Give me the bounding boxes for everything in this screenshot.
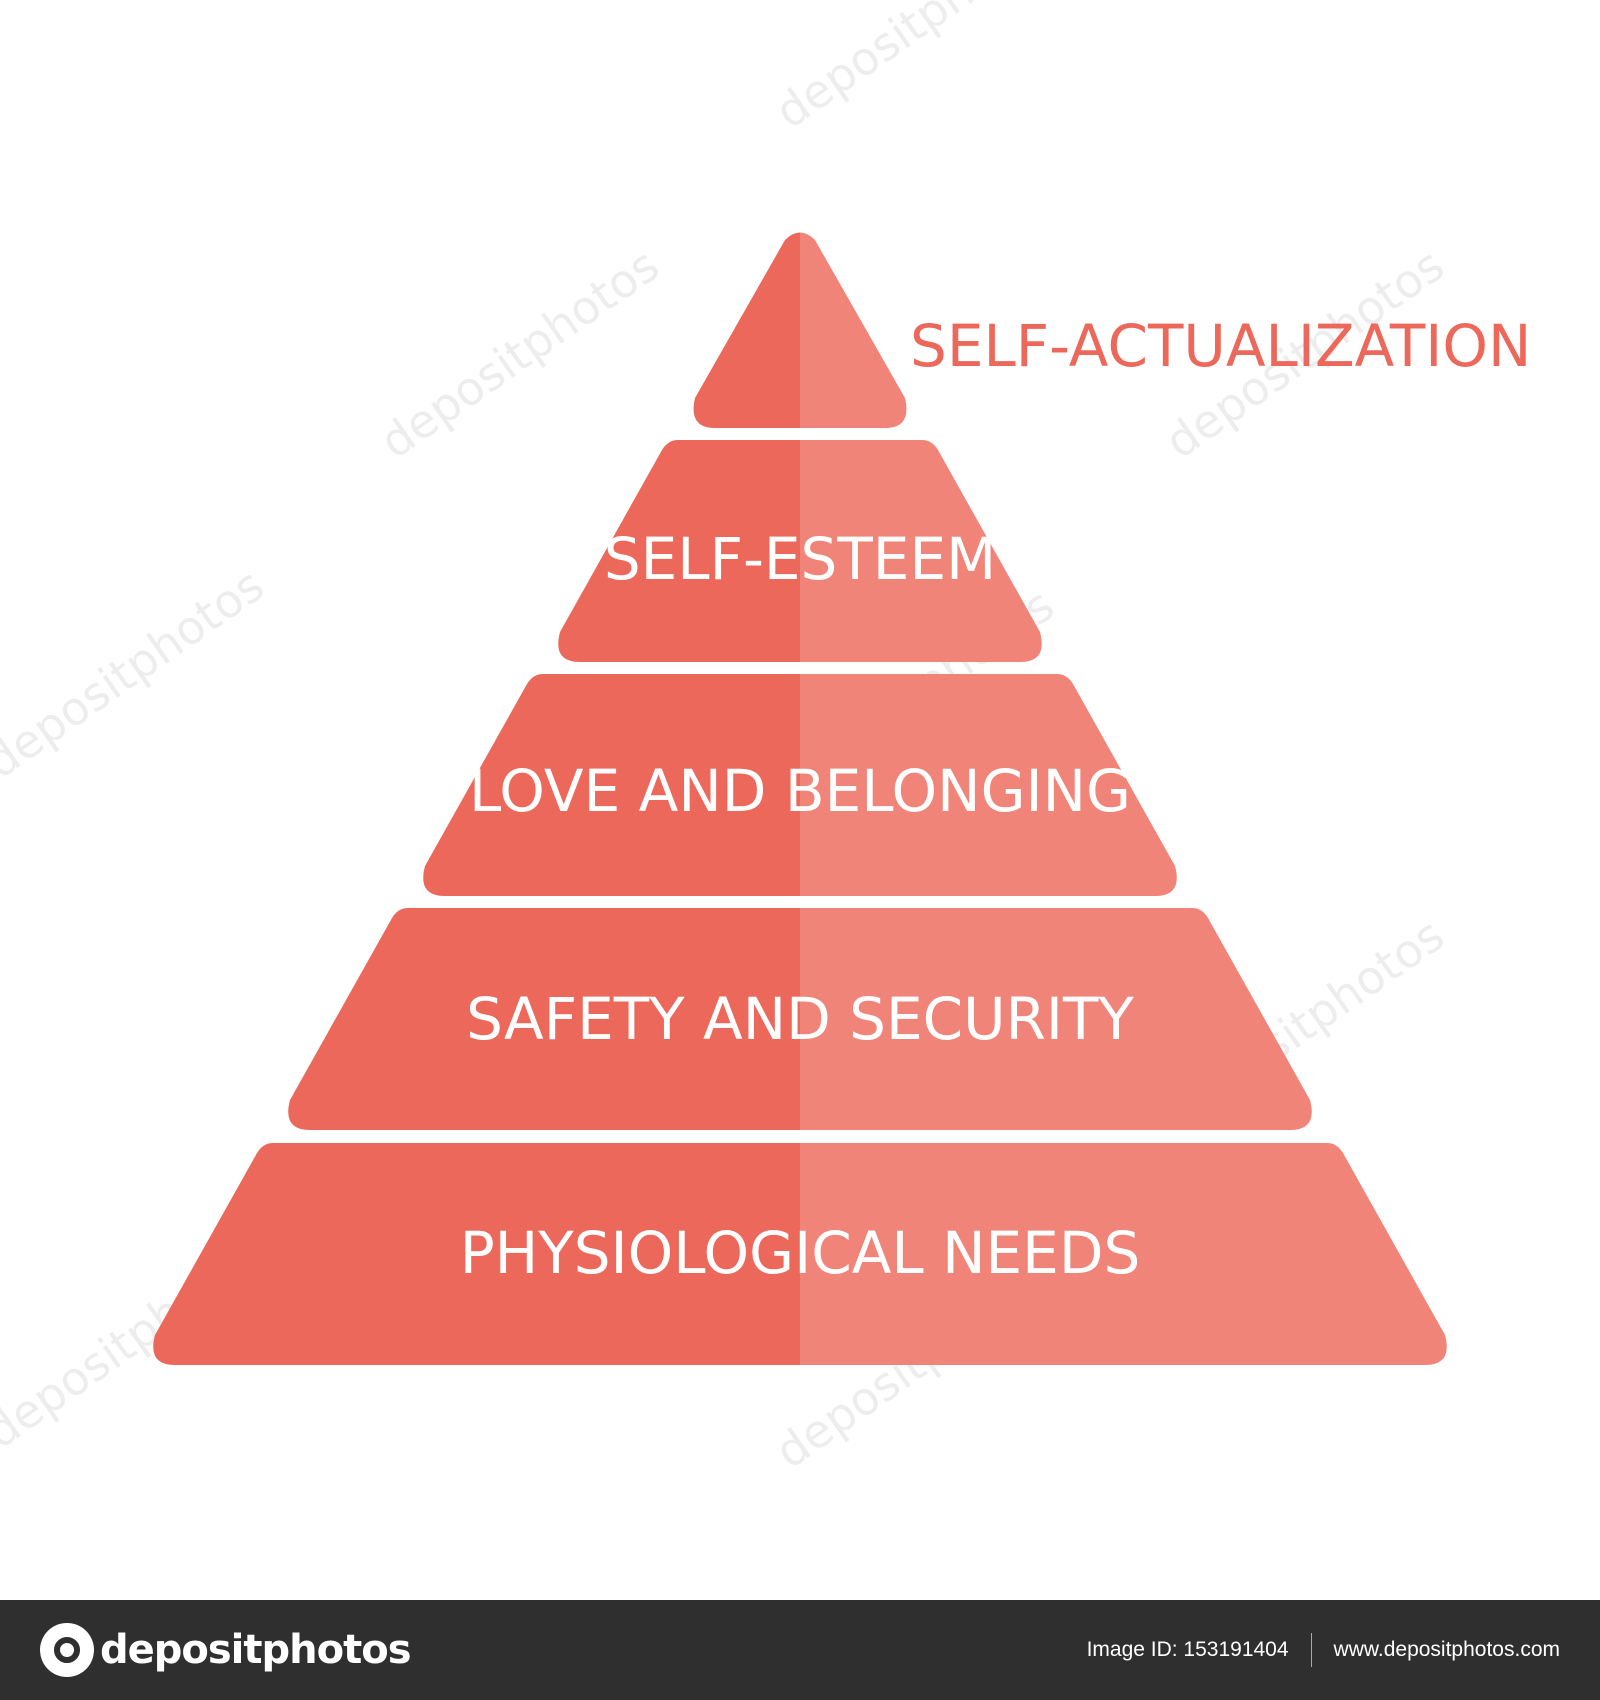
watermark: depositphotos xyxy=(765,0,1063,139)
site-link[interactable]: www.depositphotos.com xyxy=(1333,1638,1560,1661)
tier-self-esteem-left-half xyxy=(558,440,800,662)
image-id: Image ID: 153191404 xyxy=(1086,1638,1289,1661)
tier-safety-and-security: SAFETY AND SECURITY xyxy=(288,908,1312,1130)
tier-self-actualization-left-half xyxy=(693,232,800,428)
tier-safety-and-security-left-half xyxy=(288,908,800,1130)
tier-self-esteem-right-half xyxy=(800,440,1042,662)
footer-bar: depositphotos Image ID: 153191404 www.de… xyxy=(0,1600,1600,1700)
tier-love-and-belonging: LOVE AND BELONGING xyxy=(423,674,1177,896)
tier-physiological-needs: PHYSIOLOGICAL NEEDS xyxy=(153,1143,1447,1365)
footer-divider xyxy=(1310,1633,1312,1667)
tier-safety-and-security-right-half xyxy=(800,908,1312,1130)
tier-love-and-belonging-right-half xyxy=(800,674,1177,896)
brand-logo[interactable]: depositphotos xyxy=(40,1623,412,1677)
tier-self-esteem: SELF-ESTEEM xyxy=(558,440,1042,662)
tier-physiological-needs-left-half xyxy=(153,1143,800,1365)
tier-label-self-esteem: SELF-ESTEEM xyxy=(604,525,996,593)
footer-info: Image ID: 153191404 www.depositphotos.co… xyxy=(1087,1633,1560,1667)
watermark: depositphotos xyxy=(370,238,668,469)
tier-physiological-needs-right-half xyxy=(800,1143,1447,1365)
tier-label-physiological-needs: PHYSIOLOGICAL NEEDS xyxy=(460,1219,1141,1287)
camera-lens-icon xyxy=(54,1637,80,1663)
tier-self-actualization-right-half xyxy=(800,232,907,428)
diagram-canvas: depositphotos depositphotos depositphoto… xyxy=(0,0,1532,1480)
depositphotos-logo-icon xyxy=(40,1623,94,1677)
tier-label-safety-and-security: SAFETY AND SECURITY xyxy=(466,985,1134,1053)
side-label-self-actualization: SELF-ACTUALIZATION xyxy=(910,312,1531,380)
brand-name: depositphotos xyxy=(100,1627,412,1673)
watermark: depositphotos xyxy=(0,558,274,789)
tier-love-and-belonging-left-half xyxy=(423,674,800,896)
pyramid-diagram: depositphotos depositphotos depositphoto… xyxy=(0,0,1531,1479)
tier-self-actualization xyxy=(693,232,907,428)
tier-label-love-and-belonging: LOVE AND BELONGING xyxy=(469,757,1131,825)
